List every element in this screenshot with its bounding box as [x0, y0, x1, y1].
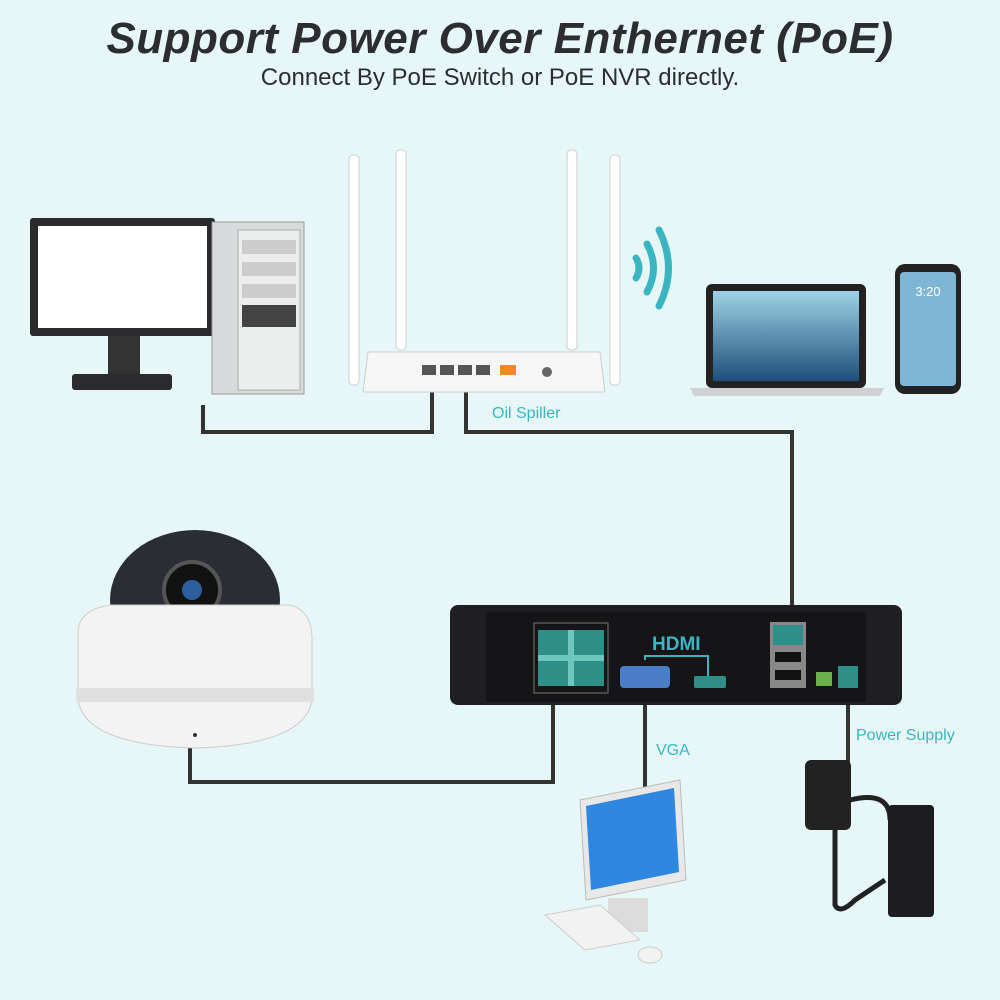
- cable-pc-router: [201, 380, 434, 434]
- dome-camera: [76, 530, 314, 749]
- smartphone: 3:20: [895, 264, 961, 394]
- laptop: [690, 284, 884, 396]
- monitor: [543, 779, 687, 964]
- cable-router-nvr: [464, 380, 794, 625]
- router: [348, 149, 621, 393]
- nvr: [450, 605, 902, 705]
- label-power-supply: Power Supply: [856, 727, 955, 744]
- page-title: Support Power Over Enthernet (PoE): [106, 14, 894, 63]
- power-adapter: [805, 760, 934, 917]
- page-subtitle: Connect By PoE Switch or PoE NVR directl…: [260, 64, 740, 91]
- desktop-computer: [30, 218, 305, 395]
- label-router-link: Oil Spiller: [492, 405, 561, 422]
- phone-time: 3:20: [915, 284, 940, 299]
- wifi-icon: [632, 226, 672, 310]
- label-hdmi: HDMI: [652, 634, 701, 655]
- label-vga: VGA: [656, 742, 690, 759]
- cable-camera-nvr: [188, 690, 555, 784]
